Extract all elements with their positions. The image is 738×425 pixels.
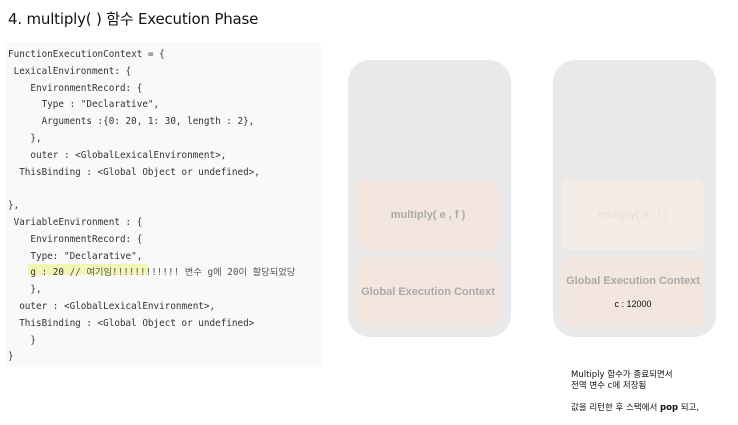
note-pop-keyword: pop bbox=[660, 403, 679, 413]
code-line: outer : <GlobalLexicalEnvironment>, bbox=[8, 301, 216, 312]
code-line: }, bbox=[8, 284, 42, 296]
code-line: ThisBinding : <Global Object or undefine… bbox=[8, 166, 260, 178]
code-line: EnvironmentRecord: { bbox=[8, 233, 143, 245]
popped-frame-label: multiply( e , f ) bbox=[598, 209, 668, 221]
popped-multiply-frame: multiply( e , f ) bbox=[562, 180, 704, 250]
code-line: VariableEnvironment : { bbox=[8, 217, 143, 228]
highlighted-assignment: g : 20 bbox=[8, 267, 70, 279]
global-frame: Global Execution Context c : 12000 bbox=[562, 257, 704, 327]
call-stack-after: multiply( e , f ) Global Execution Conte… bbox=[553, 60, 716, 337]
global-frame-label: Global Execution Context bbox=[566, 275, 700, 287]
call-stack-before: multiply( e , f ) Global Execution Conte… bbox=[348, 60, 511, 337]
code-line: } bbox=[8, 351, 14, 363]
code-line: }, bbox=[8, 133, 42, 144]
code-line: Type: "Declarative", bbox=[8, 250, 143, 262]
code-line: Arguments :{0: 20, 1: 30, length : 2}, bbox=[8, 116, 255, 128]
code-highlight bbox=[28, 264, 148, 275]
note-line-2: 값을 리턴한 후 스택에서 pop 되고, bbox=[571, 403, 700, 413]
code-line: }, bbox=[8, 200, 20, 212]
code-line-highlighted: g : 20 // 여기임!!!!!!!!!!!! 변수 g에 20이 할당되었… bbox=[8, 267, 295, 279]
code-panel bbox=[5, 42, 321, 367]
note-line-1: Multiply 함수가 종료되면서 bbox=[571, 370, 673, 380]
global-variable-c: c : 12000 bbox=[614, 299, 652, 309]
multiply-frame-label: multiply( e , f ) bbox=[390, 209, 466, 221]
highlighted-comment: // 여기임!!!!!!!!!!!! 변수 g에 20이 할당되었당 bbox=[69, 267, 296, 279]
code-line: LexicalEnvironment: { bbox=[8, 65, 132, 77]
multiply-frame: multiply( e , f ) bbox=[357, 180, 499, 250]
code-line: FunctionExecutionContext = { bbox=[8, 49, 165, 60]
code-line: outer : <GlobalLexicalEnvironment>, bbox=[8, 149, 227, 161]
code-line: EnvironmentRecord: { bbox=[8, 82, 143, 94]
note-line-3: 전역 변수 c에 저장됨 bbox=[571, 381, 647, 391]
code-line: ThisBinding : <Global Object or undefine… bbox=[8, 317, 255, 329]
slide-title: 4. multiply( ) 함수 Execution Phase bbox=[8, 10, 259, 28]
global-frame: Global Execution Context bbox=[357, 257, 499, 327]
code-line: Type : "Declarative", bbox=[8, 99, 160, 111]
global-frame-label: Global Execution Context bbox=[361, 286, 495, 298]
code-line: } bbox=[8, 334, 36, 346]
